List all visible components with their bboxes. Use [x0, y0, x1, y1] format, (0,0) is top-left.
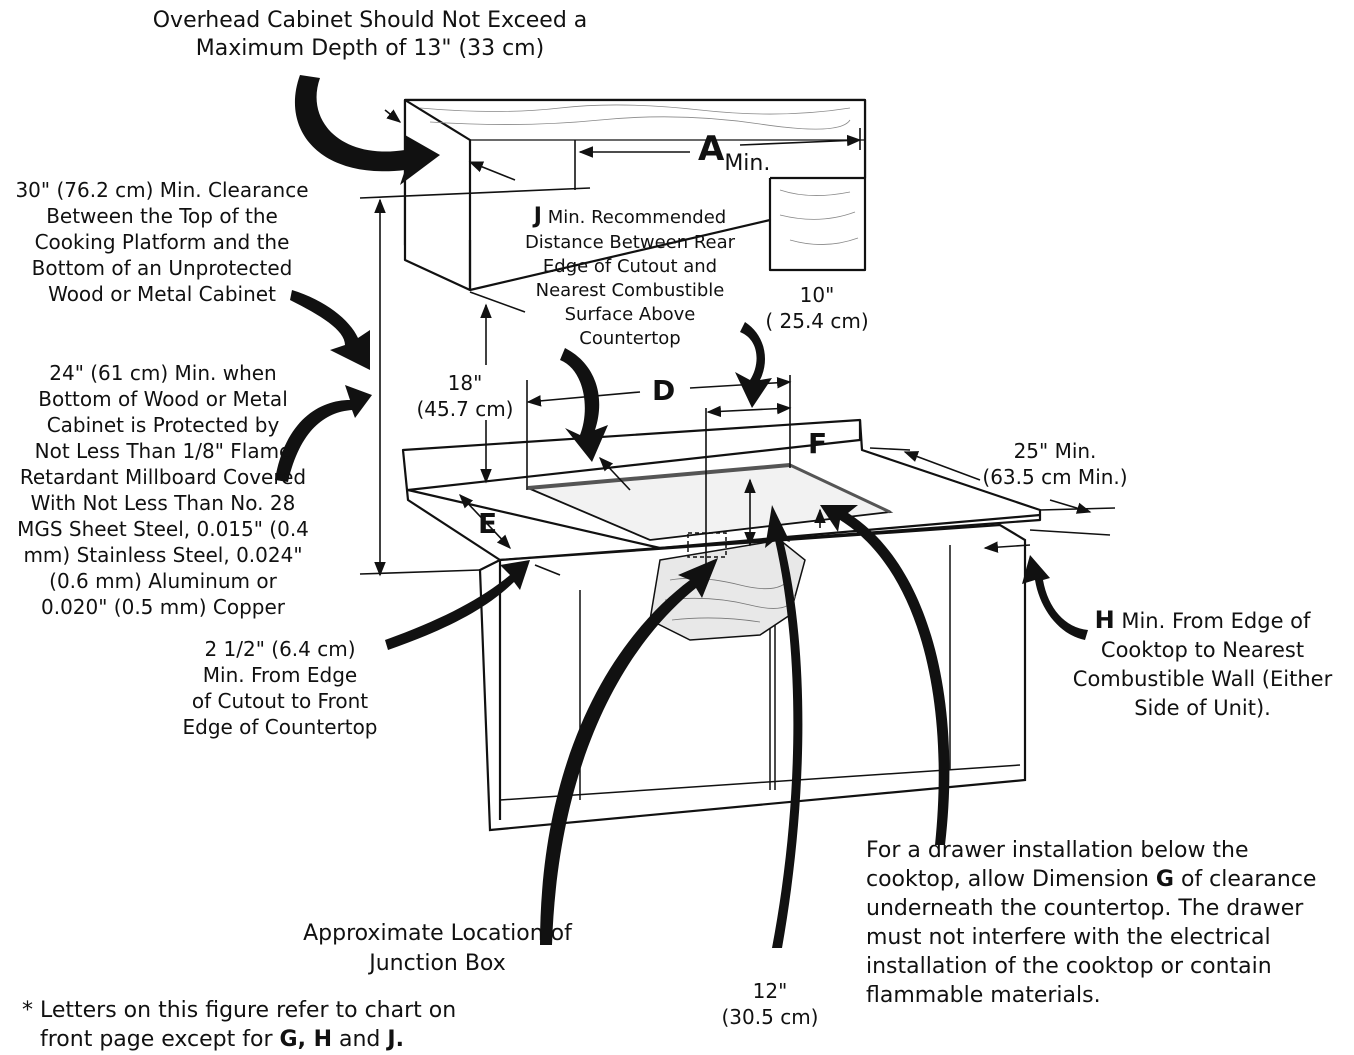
dimension-f-label: F: [808, 427, 828, 460]
dimension-h-note: H Min. From Edge of Cooktop to Nearest C…: [1072, 606, 1333, 720]
callout-arrows: [275, 75, 1088, 948]
clearance-24-note: 24" (61 cm) Min. when Bottom of Wood or …: [17, 361, 309, 619]
dimension-a-label: AMin.: [698, 129, 771, 176]
dimension-e-label: E: [478, 507, 498, 540]
dimension-lines: [359, 109, 1116, 577]
drawer-installation-note: For a drawer installation below the cook…: [866, 838, 1317, 1008]
overhead-cabinet-note: Overhead Cabinet Should Not Exceed a Max…: [152, 8, 588, 61]
cooktop-cutout: [527, 463, 894, 541]
dimension-h-letter: H: [1094, 606, 1115, 634]
dimension-12-label: 12" (30.5 cm): [721, 979, 819, 1029]
dimension-25-label: 25" Min. (63.5 cm Min.): [982, 439, 1128, 489]
overhead-cabinet: [403, 98, 867, 292]
junction-box-note: Approximate Location of Junction Box: [303, 921, 572, 976]
cabinet-top-texture: [419, 104, 859, 245]
dimension-j-letter: J: [533, 204, 542, 229]
clearance-30-note: 30" (76.2 cm) Min. Clearance Between the…: [15, 178, 309, 306]
dimension-j-note: J Min. Recommended Distance Between Rear…: [524, 204, 736, 349]
dimension-g-letter: G: [1155, 867, 1174, 892]
dimension-d-label: D: [652, 374, 676, 407]
junction-box: [687, 532, 727, 558]
footnote: * Letters on this figure refer to chart …: [22, 998, 457, 1052]
front-edge-note: 2 1/2" (6.4 cm) Min. From Edge of Cutout…: [182, 637, 378, 739]
dimension-18-label: 18" (45.7 cm): [416, 371, 514, 421]
dimension-10-label: 10" ( 25.4 cm): [765, 283, 869, 333]
base-cabinet: [478, 523, 1027, 832]
